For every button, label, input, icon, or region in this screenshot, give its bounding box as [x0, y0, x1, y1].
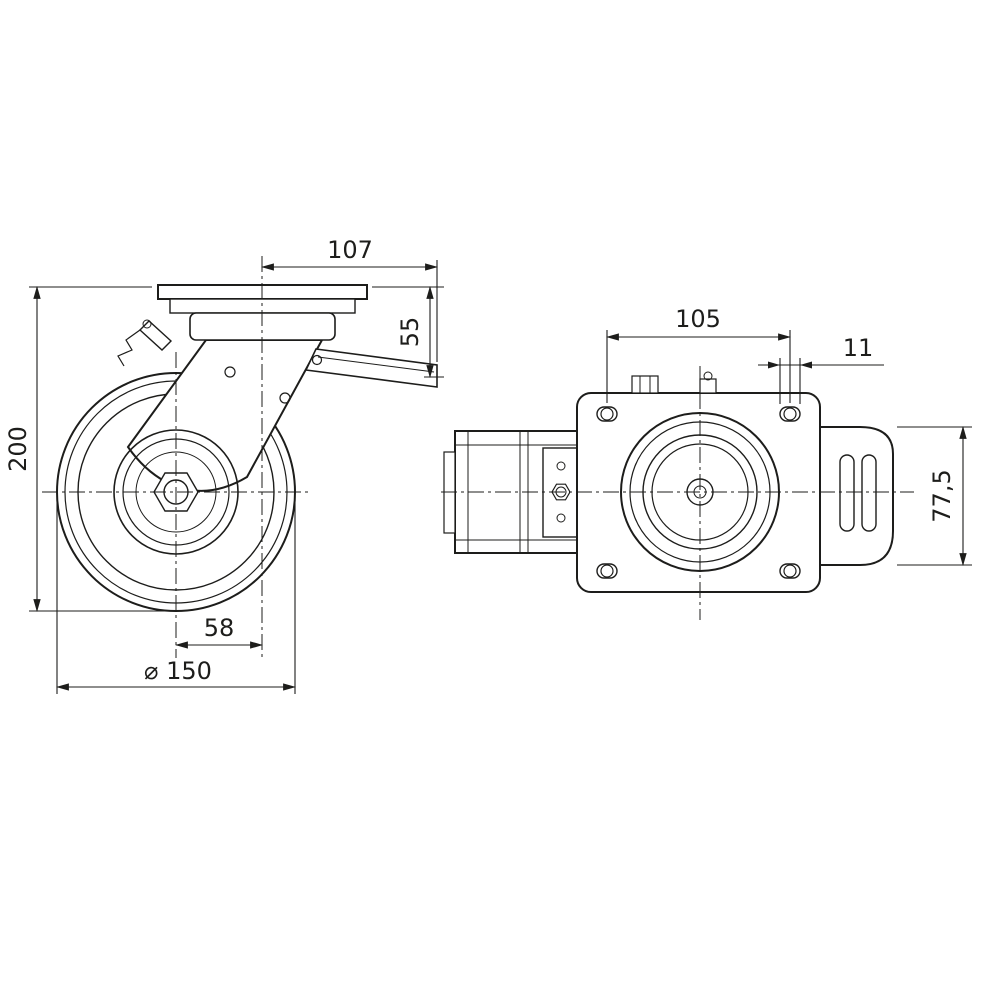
dimension-55: 55	[372, 285, 444, 379]
brake-pedal-side	[304, 348, 438, 388]
locking-clip-top	[631, 375, 659, 394]
dimension-wheel-diameter: ⌀ 150	[55, 496, 297, 694]
dimension-105: 105	[605, 305, 792, 403]
centerlines-top	[441, 366, 914, 620]
dim-label-200: 200	[4, 426, 32, 472]
dimension-11: 11	[758, 334, 884, 404]
side-view: 107 55 200 58 ⌀ 150	[4, 236, 444, 694]
dimension-107: 107	[260, 236, 439, 362]
bolt-slot	[596, 563, 618, 579]
dimension-200: 200	[4, 285, 168, 613]
centerlines-side	[42, 256, 312, 658]
pedal-slot	[839, 454, 855, 532]
dim-label-77-5: 77,5	[928, 469, 956, 522]
plate-top-fittings	[631, 371, 717, 394]
dim-label-58: 58	[204, 614, 235, 642]
bolt-slot	[596, 406, 618, 422]
fork-hole	[224, 366, 236, 378]
plate-bolt-slots	[596, 406, 801, 579]
pedal-slot	[861, 454, 877, 532]
top-view: 105 11 77,5	[441, 305, 972, 620]
dim-label-wheel-diameter: ⌀ 150	[144, 657, 212, 685]
bolt-slot	[779, 406, 801, 422]
pedal-pivot	[311, 354, 323, 366]
fork-hole	[279, 392, 291, 404]
grease-nipple	[117, 319, 173, 367]
brake-pedal-top	[819, 426, 894, 566]
top-plate-side	[157, 284, 368, 341]
grease-nipple-top	[699, 378, 717, 394]
dim-label-107: 107	[327, 236, 373, 264]
dim-label-55: 55	[396, 317, 424, 348]
dim-label-11: 11	[843, 334, 874, 362]
bolt-slot	[779, 563, 801, 579]
dim-label-105: 105	[675, 305, 721, 333]
dimension-58: 58	[174, 614, 264, 649]
dimension-77-5: 77,5	[897, 425, 972, 567]
